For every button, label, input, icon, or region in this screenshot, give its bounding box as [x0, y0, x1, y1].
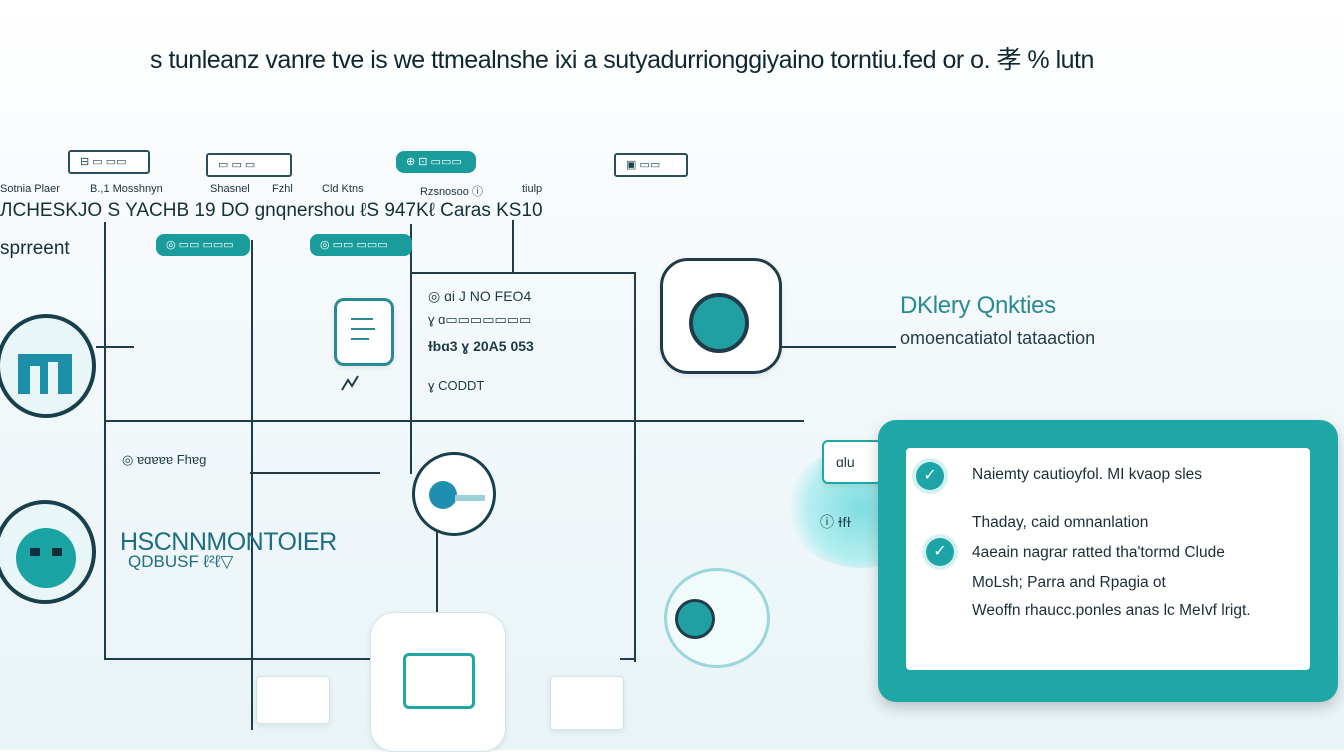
panel-item-2-line-1: Thaday, caid omnanlation [972, 514, 1149, 531]
top-row-text: ЛCHESKJO S YACHB 19 DO gnqnershou ℓS 947… [0, 200, 543, 221]
hand-pointer-icon [338, 372, 362, 396]
right-subheading: omoencatiatol tataaction [900, 328, 1096, 348]
info-panel: ✓ Naiemty cautioyfol. MI kvaop sles ✓ Th… [878, 420, 1338, 702]
row-mid-label: ◎ ɐɑɐɐɐ Fhɐg [122, 452, 207, 467]
grid-line-h4 [620, 658, 636, 660]
bottom-box-left [256, 676, 330, 724]
camera-device [660, 258, 782, 374]
top-label-5: Cld Ktns [322, 183, 364, 195]
check-icon-2: ✓ [926, 538, 954, 566]
grid-line-h2 [104, 420, 804, 422]
grid-line-v6 [436, 500, 438, 612]
top-tag-4: ▣ ▭▭ [614, 153, 688, 177]
center-line-3: ɫbɑ3 ɣ 20A5 053 [428, 338, 534, 354]
center-line-2: ɣ ɑ▭▭▭▭▭▭▭ [428, 312, 532, 327]
grid-line-v4 [634, 272, 636, 662]
top-tag-1: ⊟ ▭ ▭▭ [68, 150, 150, 174]
bottom-box-right [550, 676, 624, 730]
bottom-right-node [664, 568, 770, 668]
asset-sublabel: QDBUSF ℓ²ℓ▽ [128, 552, 234, 571]
check-icon-1: ✓ [916, 462, 944, 490]
mid-tag-2: ◎ ▭▭ ▭▭▭ [310, 234, 412, 256]
grid-line-v2 [251, 240, 253, 730]
center-line-4: ɣ CODDT [428, 378, 485, 393]
camera-lens-icon [689, 293, 749, 353]
grid-line-v1 [104, 222, 106, 660]
operator-avatar-icon [0, 500, 96, 604]
top-tag-2: ▭ ▭ ▭ [206, 153, 292, 177]
center-line-1: ◎ ɑi J NO FEO4 [428, 288, 532, 304]
mid-tag-1: ◎ ▭▭ ▭▭▭ [156, 234, 250, 256]
gear-node-icon [412, 452, 496, 536]
panel-item-2-line-2: 4aeain nagrar ratted tha'tormd Clude [972, 544, 1225, 561]
top-tag-3: ⊕ ⊡ ▭▭▭ [396, 151, 476, 173]
grid-line-h1 [410, 272, 636, 274]
grid-line-v5 [512, 220, 514, 274]
mechanic-avatar-icon [0, 314, 96, 418]
grid-line-h3 [104, 658, 400, 660]
panel-item-2-line-3: MoLsh; Parra and Rpagia ot [972, 574, 1166, 591]
sensor-icon [675, 599, 715, 639]
avatar-connector [96, 346, 134, 348]
node-a-label: ɑlu [836, 454, 855, 470]
diagram-title: s tunleanz vanre tve is we ttmealnshe ix… [150, 46, 1094, 74]
asset-label: HSCNNMONTOIER [120, 528, 337, 556]
device-node [370, 612, 506, 752]
grid-line-h5 [250, 472, 380, 474]
document-icon [334, 298, 394, 366]
top-label-7: tiulp [522, 183, 543, 195]
top-label-1: Sotnia Plaer [0, 183, 60, 195]
top-label-4: Fzhl [272, 183, 293, 195]
grid-line-v3 [410, 224, 412, 474]
top-label-6: Rzsnosoo ⓘ [420, 186, 483, 198]
right-heading: DKlery Qnkties [900, 292, 1056, 319]
connector-line [776, 346, 896, 348]
panel-item-1: Naiemty cautioyfol. MI kvaop sles [972, 466, 1203, 483]
panel-item-2-line-4: Weoffn rhaucc.ponles anas lc MeIvf lrigt… [972, 602, 1251, 619]
node-b-label: ⓘ ɫfɫ [820, 514, 851, 530]
node-a: ɑlu [822, 440, 882, 484]
device-screen-icon [403, 653, 475, 709]
info-panel-body: ✓ Naiemty cautioyfol. MI kvaop sles ✓ Th… [906, 448, 1310, 670]
left-label: sprreent [0, 238, 70, 259]
top-label-2: B.,1 Mosshnyn [90, 183, 163, 195]
top-label-3: Shasnel [210, 183, 250, 195]
